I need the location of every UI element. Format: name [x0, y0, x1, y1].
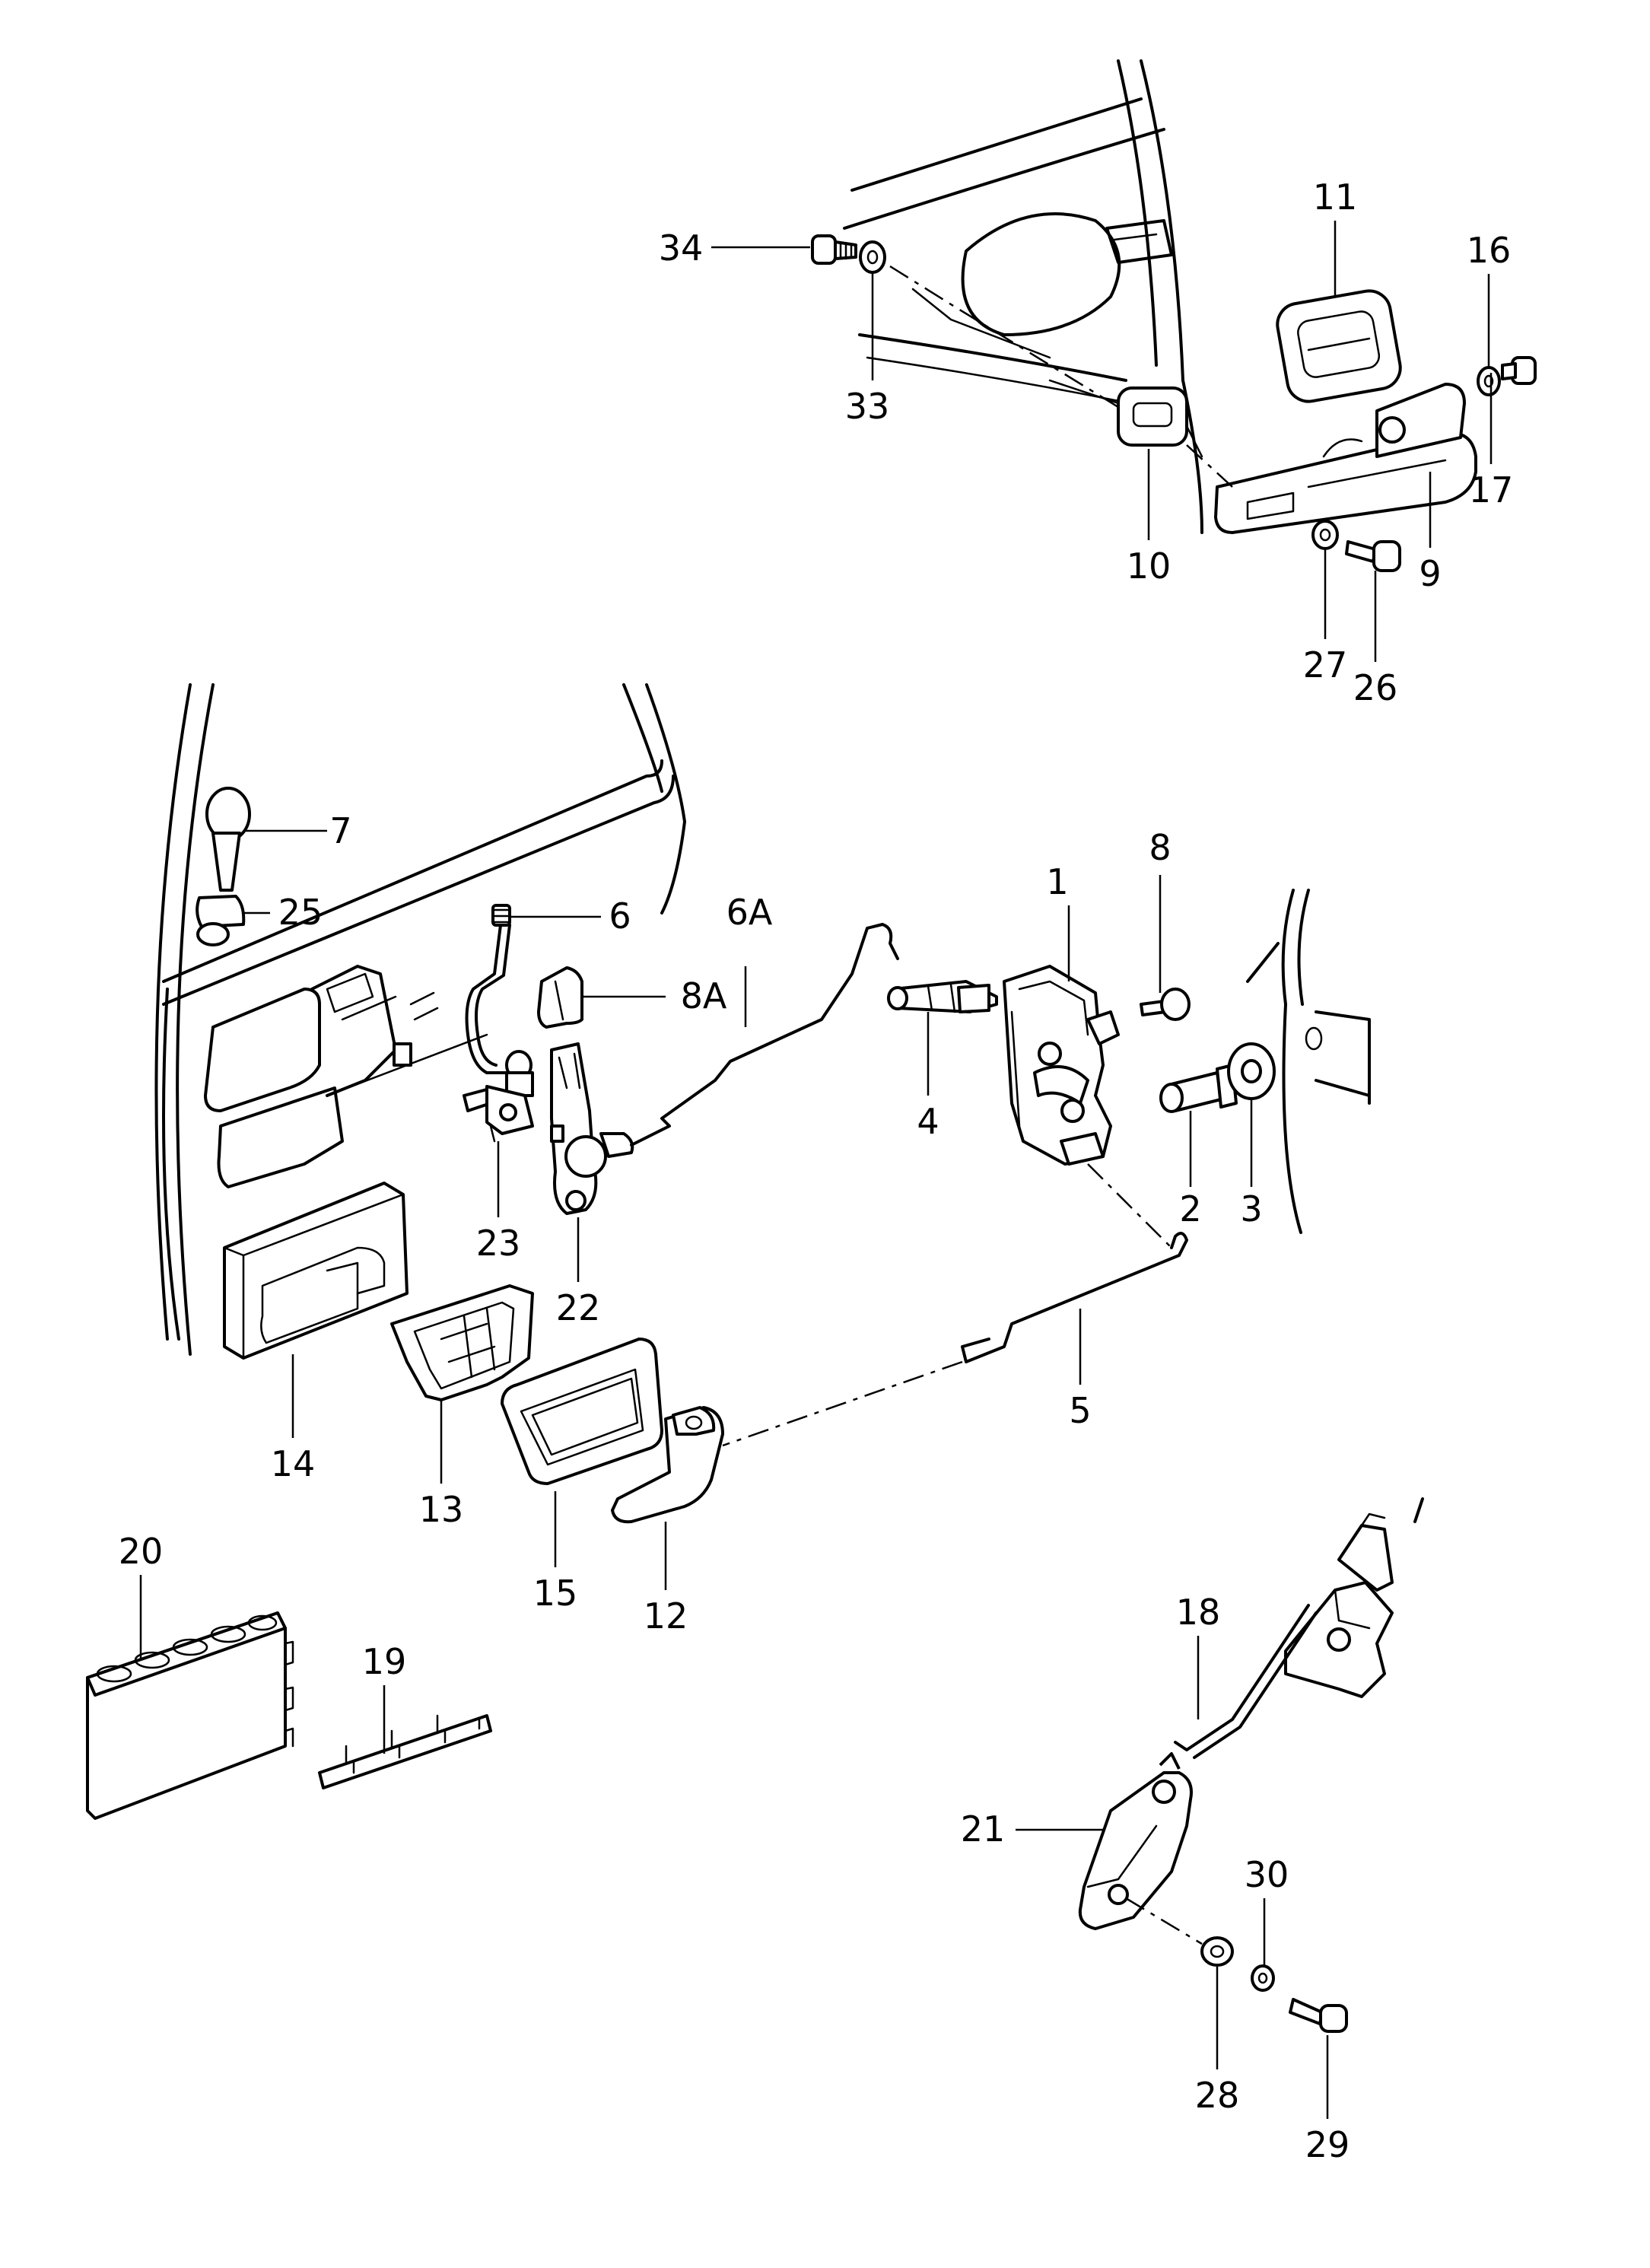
label-part-18: 18 [1176, 1592, 1221, 1633]
lock-motor-21 [1078, 1752, 1193, 1930]
label-part-7: 7 [329, 810, 351, 851]
label-part-10: 10 [1127, 546, 1172, 587]
lock-knob-7 [205, 787, 251, 892]
lock-rod-6 [465, 904, 511, 1074]
lock-rod-6a [630, 923, 899, 1147]
handle-housing-13 [390, 1284, 534, 1401]
label-part-16: 16 [1467, 230, 1512, 271]
label-part-15: 15 [533, 1573, 578, 1614]
outside-handle-9 [1214, 383, 1477, 534]
insulation-panel-20 [86, 1611, 294, 1820]
handle-escutcheon-15 [501, 1338, 663, 1485]
label-part-9: 9 [1419, 553, 1441, 594]
label-part-6: 6 [609, 895, 631, 937]
leader-lines [139, 221, 1493, 2119]
label-part-20: 20 [119, 1531, 164, 1572]
label-part-5: 5 [1069, 1390, 1091, 1431]
screw-17 [1501, 356, 1537, 385]
rod-link-4 [887, 980, 998, 1013]
remote-rod-5 [961, 1232, 1188, 1363]
label-part-13: 13 [419, 1489, 464, 1530]
striker-pin-2 [1159, 1064, 1238, 1113]
handle-gasket-10 [1117, 386, 1188, 447]
screw-8 [1140, 988, 1191, 1021]
rod-clip [505, 1050, 534, 1097]
washer-27 [1311, 520, 1339, 550]
label-part-33: 33 [845, 386, 890, 427]
label-part-17: 17 [1469, 469, 1514, 511]
label-part-34: 34 [659, 227, 704, 269]
inner-lever-22 [550, 1042, 634, 1215]
label-part-23: 23 [476, 1223, 521, 1264]
control-rod-18 [1174, 1604, 1318, 1759]
label-part-3: 3 [1240, 1188, 1262, 1229]
label-part-8a: 8A [681, 975, 727, 1016]
label-part-25: 25 [278, 892, 323, 933]
handle-trim-11 [1276, 289, 1402, 403]
tailgate-lock [1284, 1497, 1424, 1698]
label-part-30: 30 [1245, 1854, 1289, 1895]
label-part-28: 28 [1195, 2075, 1240, 2116]
label-part-4: 4 [917, 1101, 939, 1142]
label-part-6a: 6A [726, 892, 773, 933]
label-part-19: 19 [362, 1641, 407, 1682]
label-part-8: 8 [1149, 827, 1171, 868]
b-pillar [1246, 889, 1371, 1234]
label-part-2: 2 [1179, 1188, 1201, 1229]
label-part-1: 1 [1046, 861, 1068, 902]
door-lock-1 [1003, 965, 1120, 1166]
washer-28 [1200, 1936, 1234, 1967]
trim-cover-14 [223, 1182, 409, 1360]
label-part-26: 26 [1353, 667, 1398, 708]
switch-23 [463, 1085, 534, 1143]
screw-34 [811, 234, 857, 265]
label-part-22: 22 [556, 1287, 601, 1328]
label-part-21: 21 [961, 1808, 1006, 1850]
rear-door-panel [843, 59, 1203, 534]
inner-handle-12 [611, 1406, 724, 1524]
rod-clip-8a [537, 966, 583, 1029]
label-part-29: 29 [1305, 2124, 1350, 2165]
grommet-25 [196, 895, 246, 946]
label-part-12: 12 [644, 1595, 688, 1637]
part-labels: 1 2 3 4 5 6 6A 7 8 8A 9 10 11 12 13 14 1… [119, 177, 1514, 2165]
label-part-27: 27 [1303, 644, 1348, 685]
clip-strip-19 [318, 1714, 492, 1789]
label-part-14: 14 [271, 1443, 316, 1484]
washer-33 [859, 240, 886, 274]
washer-16 [1477, 366, 1501, 396]
screw-29 [1289, 1998, 1348, 2033]
washer-3 [1227, 1042, 1276, 1100]
front-door-inner-panel [154, 683, 686, 1356]
screw-26 [1345, 540, 1401, 572]
washer-30 [1251, 1964, 1275, 1992]
label-part-11: 11 [1313, 177, 1358, 218]
